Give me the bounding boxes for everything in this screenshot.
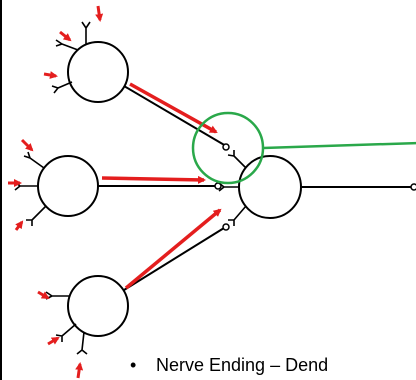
neuron-target-axon-terminal (410, 183, 416, 191)
stimulus-arrow (95, 5, 104, 22)
neuron-middle-axon-terminal (214, 182, 222, 190)
bullet-dot: • (130, 355, 137, 375)
neuron-top-axon-terminal (222, 143, 230, 151)
stimulus-arrow (75, 362, 84, 379)
neuron-top (51, 21, 230, 151)
neuron-bottom-axon-terminal (222, 223, 230, 231)
stimulus-arrow (20, 138, 34, 152)
neuron-middle (14, 151, 222, 226)
synapse-highlight (191, 111, 416, 185)
neuron-top-soma (67, 41, 129, 103)
neuron-bottom-axon (123, 227, 225, 291)
neuron-target-soma (238, 155, 302, 219)
signal-arrow-bottom (124, 208, 222, 290)
signal-arrow-middle (101, 175, 206, 184)
synapse-callout-line (262, 141, 416, 150)
stimulus-arrow (47, 336, 60, 346)
stimulus-arrows (8, 5, 104, 379)
neuron-bottom (45, 223, 230, 355)
neuron-bottom-soma (67, 275, 129, 337)
neuron-target (218, 150, 416, 226)
neuron-middle-soma (37, 155, 99, 217)
stimulus-arrow (37, 290, 50, 300)
neuron-top-axon (123, 85, 227, 147)
bullet-text: Nerve Ending – Dend (156, 355, 329, 375)
stimulus-arrow (59, 30, 72, 42)
neuron-top-dendrites (51, 21, 91, 94)
neuron-target-dendrites (218, 150, 247, 226)
bullet-point: • Nerve Ending – Dend (130, 355, 328, 376)
stimulus-arrow (14, 220, 24, 231)
stimulus-arrow (43, 71, 58, 79)
